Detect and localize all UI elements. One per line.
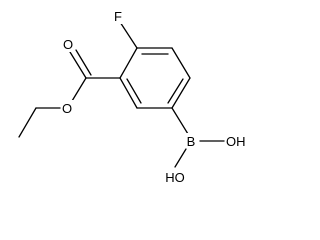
bond-ring-boron [171,107,189,135]
ring-double-bond-c5-c6 [126,78,142,104]
bond-carbonyl-double-2 [75,49,92,76]
benzene-ring [119,47,191,109]
hydroxyl-1: OH [226,134,246,149]
bond-ch2-ch3 [18,107,37,138]
bond-c-f [119,21,138,49]
fluorine-label: F [114,9,122,24]
hydroxyl-2-label: HO [165,170,185,185]
bond-carbonyl-ester-oxygen [71,77,87,102]
ring-double-bond-c3-c4 [167,78,184,104]
fluorine-atom: F [111,8,125,24]
boron-atom: B [184,133,198,149]
bond-boron-hydroxyl-2 [174,148,187,168]
hydroxyl-1-label: OH [226,134,246,149]
ring-bond-c6-c1 [119,47,138,79]
chemical-structure-diagram: F O O B OH HO [18,8,246,185]
bond-carbonyl-double-1 [69,51,87,79]
carbonyl-oxygen-label: O [63,37,73,52]
hydroxyl-2: HO [165,170,185,185]
ring-bond-c2-c3 [171,47,191,79]
carbonyl-oxygen-atom: O [61,36,75,52]
boron-label: B [187,134,196,149]
ring-bond-c5-c6 [119,77,138,109]
ester-oxygen-label: O [62,101,72,116]
ester-oxygen-atom: O [60,100,74,116]
ring-bond-c3-c4 [171,77,191,109]
